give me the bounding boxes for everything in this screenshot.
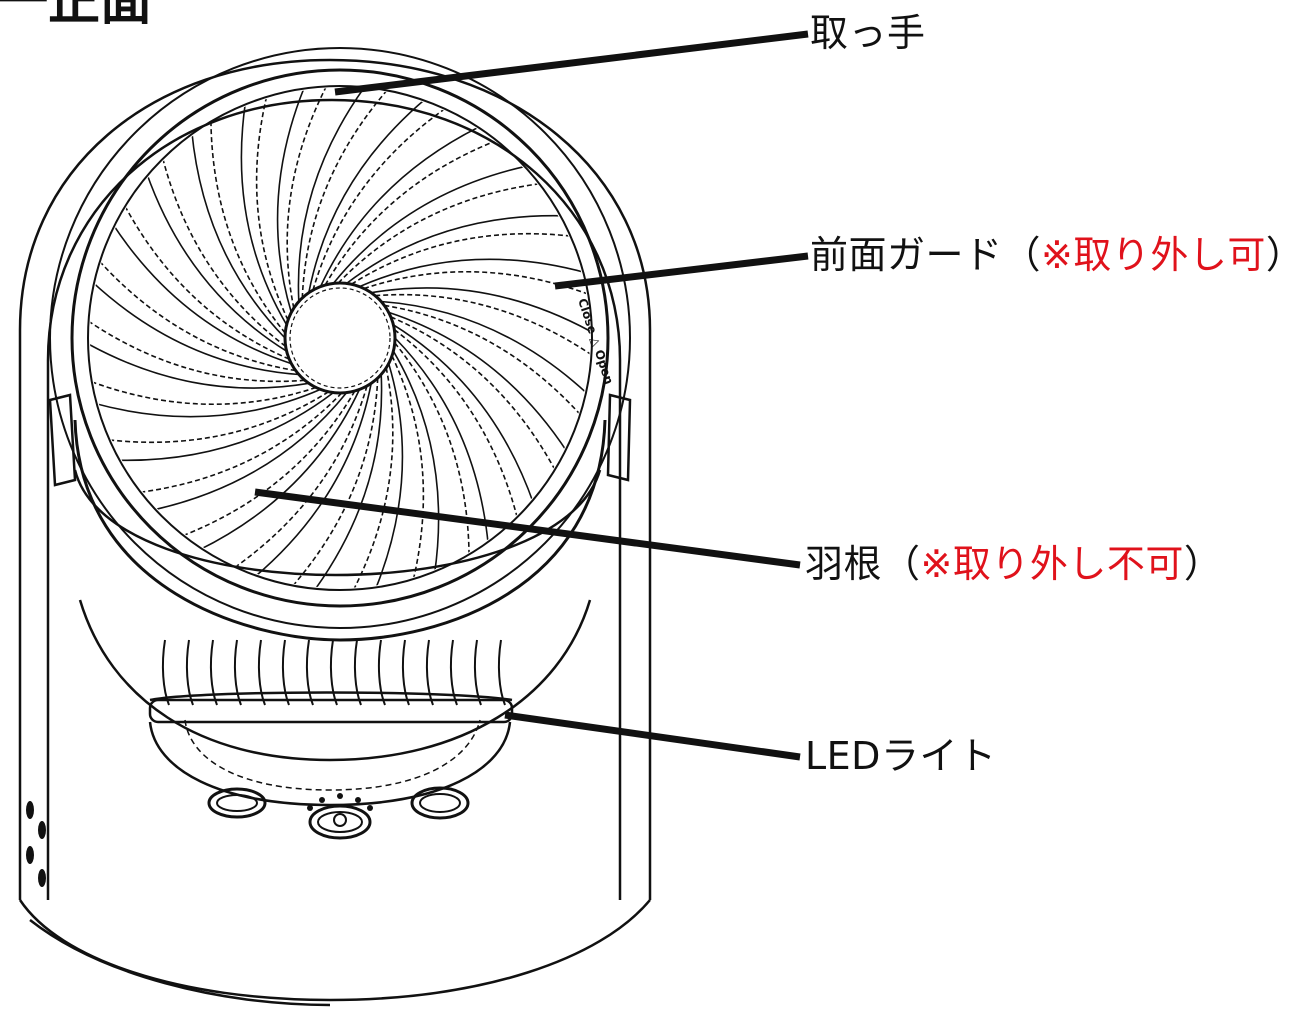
label-front-guard-text: 前面ガード（ bbox=[810, 233, 1042, 277]
blade-curve bbox=[151, 392, 348, 511]
blade-curve bbox=[394, 342, 470, 558]
label-led-text: LEDライト bbox=[805, 734, 997, 778]
blade-curve bbox=[276, 88, 306, 313]
blade-curve bbox=[253, 383, 372, 579]
blade-curve bbox=[319, 125, 482, 287]
blade-curve bbox=[297, 88, 368, 302]
blade-curve bbox=[190, 130, 286, 339]
label-front-guard: 前面ガード（※取り外し可） bbox=[810, 236, 1299, 274]
diagram-title: 一正面 bbox=[0, 0, 153, 32]
blade-curve bbox=[286, 88, 329, 309]
label-blades-text: 羽根（ bbox=[805, 542, 921, 586]
grille-slat bbox=[257, 639, 266, 706]
grille-slat bbox=[449, 639, 458, 706]
blade-curve bbox=[392, 324, 535, 505]
grille-slat bbox=[329, 639, 338, 706]
blade-curve bbox=[308, 97, 427, 293]
grille-slat bbox=[185, 639, 194, 706]
blade-curve bbox=[255, 93, 289, 321]
control-buttons bbox=[207, 786, 470, 840]
blade-curve bbox=[351, 232, 574, 285]
fan-blades bbox=[90, 88, 590, 588]
label-front-guard-note: ※取り外し可 bbox=[1041, 233, 1266, 277]
blade-curve bbox=[161, 155, 287, 347]
label-blades-note: ※取り外し不可 bbox=[920, 542, 1184, 586]
grille-slat bbox=[305, 639, 314, 706]
blade-curve bbox=[116, 391, 334, 462]
blade-curve bbox=[90, 341, 309, 389]
blade-curve bbox=[198, 389, 361, 551]
side-vent-holes bbox=[26, 801, 46, 887]
blade-curve bbox=[388, 311, 569, 454]
label-front-guard-close: ） bbox=[1266, 233, 1299, 277]
blade-curve bbox=[390, 316, 558, 474]
blade-curve bbox=[351, 367, 394, 588]
leader-line-handle bbox=[334, 30, 809, 96]
blade-curve bbox=[240, 100, 288, 326]
blade-curve bbox=[337, 182, 543, 284]
fan-head bbox=[49, 47, 631, 642]
blade-curve bbox=[145, 171, 288, 352]
blade-curve bbox=[210, 118, 286, 334]
blade-curve bbox=[111, 222, 292, 365]
rear-grille bbox=[161, 639, 506, 706]
lower-housing bbox=[78, 599, 592, 762]
blade-curve bbox=[384, 304, 584, 418]
blade-curve bbox=[93, 388, 321, 418]
blade-curve bbox=[346, 214, 564, 285]
blade-curve bbox=[375, 293, 590, 358]
blade-curve bbox=[324, 138, 501, 286]
grille-slat bbox=[209, 639, 218, 706]
blade-curve bbox=[371, 287, 590, 335]
leader-line-blades bbox=[254, 488, 801, 569]
label-handle-text: 取っ手 bbox=[810, 11, 926, 55]
grille-slat bbox=[233, 639, 242, 706]
blade-curve bbox=[90, 379, 317, 406]
blade-curve bbox=[392, 350, 440, 576]
blade-curve bbox=[312, 106, 449, 291]
leader-line-front-guard bbox=[554, 252, 809, 290]
blade-curve bbox=[332, 165, 529, 284]
blade-curve bbox=[106, 391, 329, 444]
guard-marking: Close △ Open bbox=[575, 297, 616, 386]
blade-curve bbox=[394, 337, 490, 546]
blade-curve bbox=[359, 258, 587, 288]
grille-slat bbox=[161, 639, 170, 706]
blade-curve bbox=[231, 385, 368, 570]
blade-curve bbox=[374, 363, 404, 588]
grille-slat bbox=[353, 639, 362, 706]
label-blades: 羽根（※取り外し不可） bbox=[805, 545, 1222, 583]
led-panel bbox=[148, 719, 512, 807]
blade-curve bbox=[301, 88, 390, 299]
speed-indicator-dots bbox=[307, 793, 373, 811]
grille-slat bbox=[377, 639, 386, 706]
yoke bbox=[48, 393, 632, 577]
blade-curve bbox=[312, 374, 383, 588]
blade-curve bbox=[179, 390, 356, 538]
grille-slat bbox=[425, 639, 434, 706]
label-handle: 取っ手 bbox=[810, 14, 926, 52]
grille-slat bbox=[281, 639, 290, 706]
grille-slat bbox=[401, 639, 410, 706]
blade-curve bbox=[122, 202, 290, 360]
grille-slat bbox=[497, 639, 506, 706]
blade-curve bbox=[290, 377, 379, 588]
leader-line-led bbox=[504, 711, 801, 761]
blade-curve bbox=[381, 300, 590, 396]
label-led: LEDライト bbox=[805, 737, 996, 775]
blade-curve bbox=[137, 392, 343, 494]
blade-curve bbox=[96, 258, 296, 372]
blade-curve bbox=[90, 280, 299, 376]
blade-curve bbox=[391, 355, 425, 583]
label-blades-close: ） bbox=[1183, 542, 1223, 586]
fan-hub bbox=[283, 281, 397, 395]
blade-curve bbox=[90, 318, 305, 383]
leader-lines bbox=[254, 30, 809, 761]
grille-slat bbox=[473, 639, 482, 706]
blade-curve bbox=[393, 329, 519, 521]
